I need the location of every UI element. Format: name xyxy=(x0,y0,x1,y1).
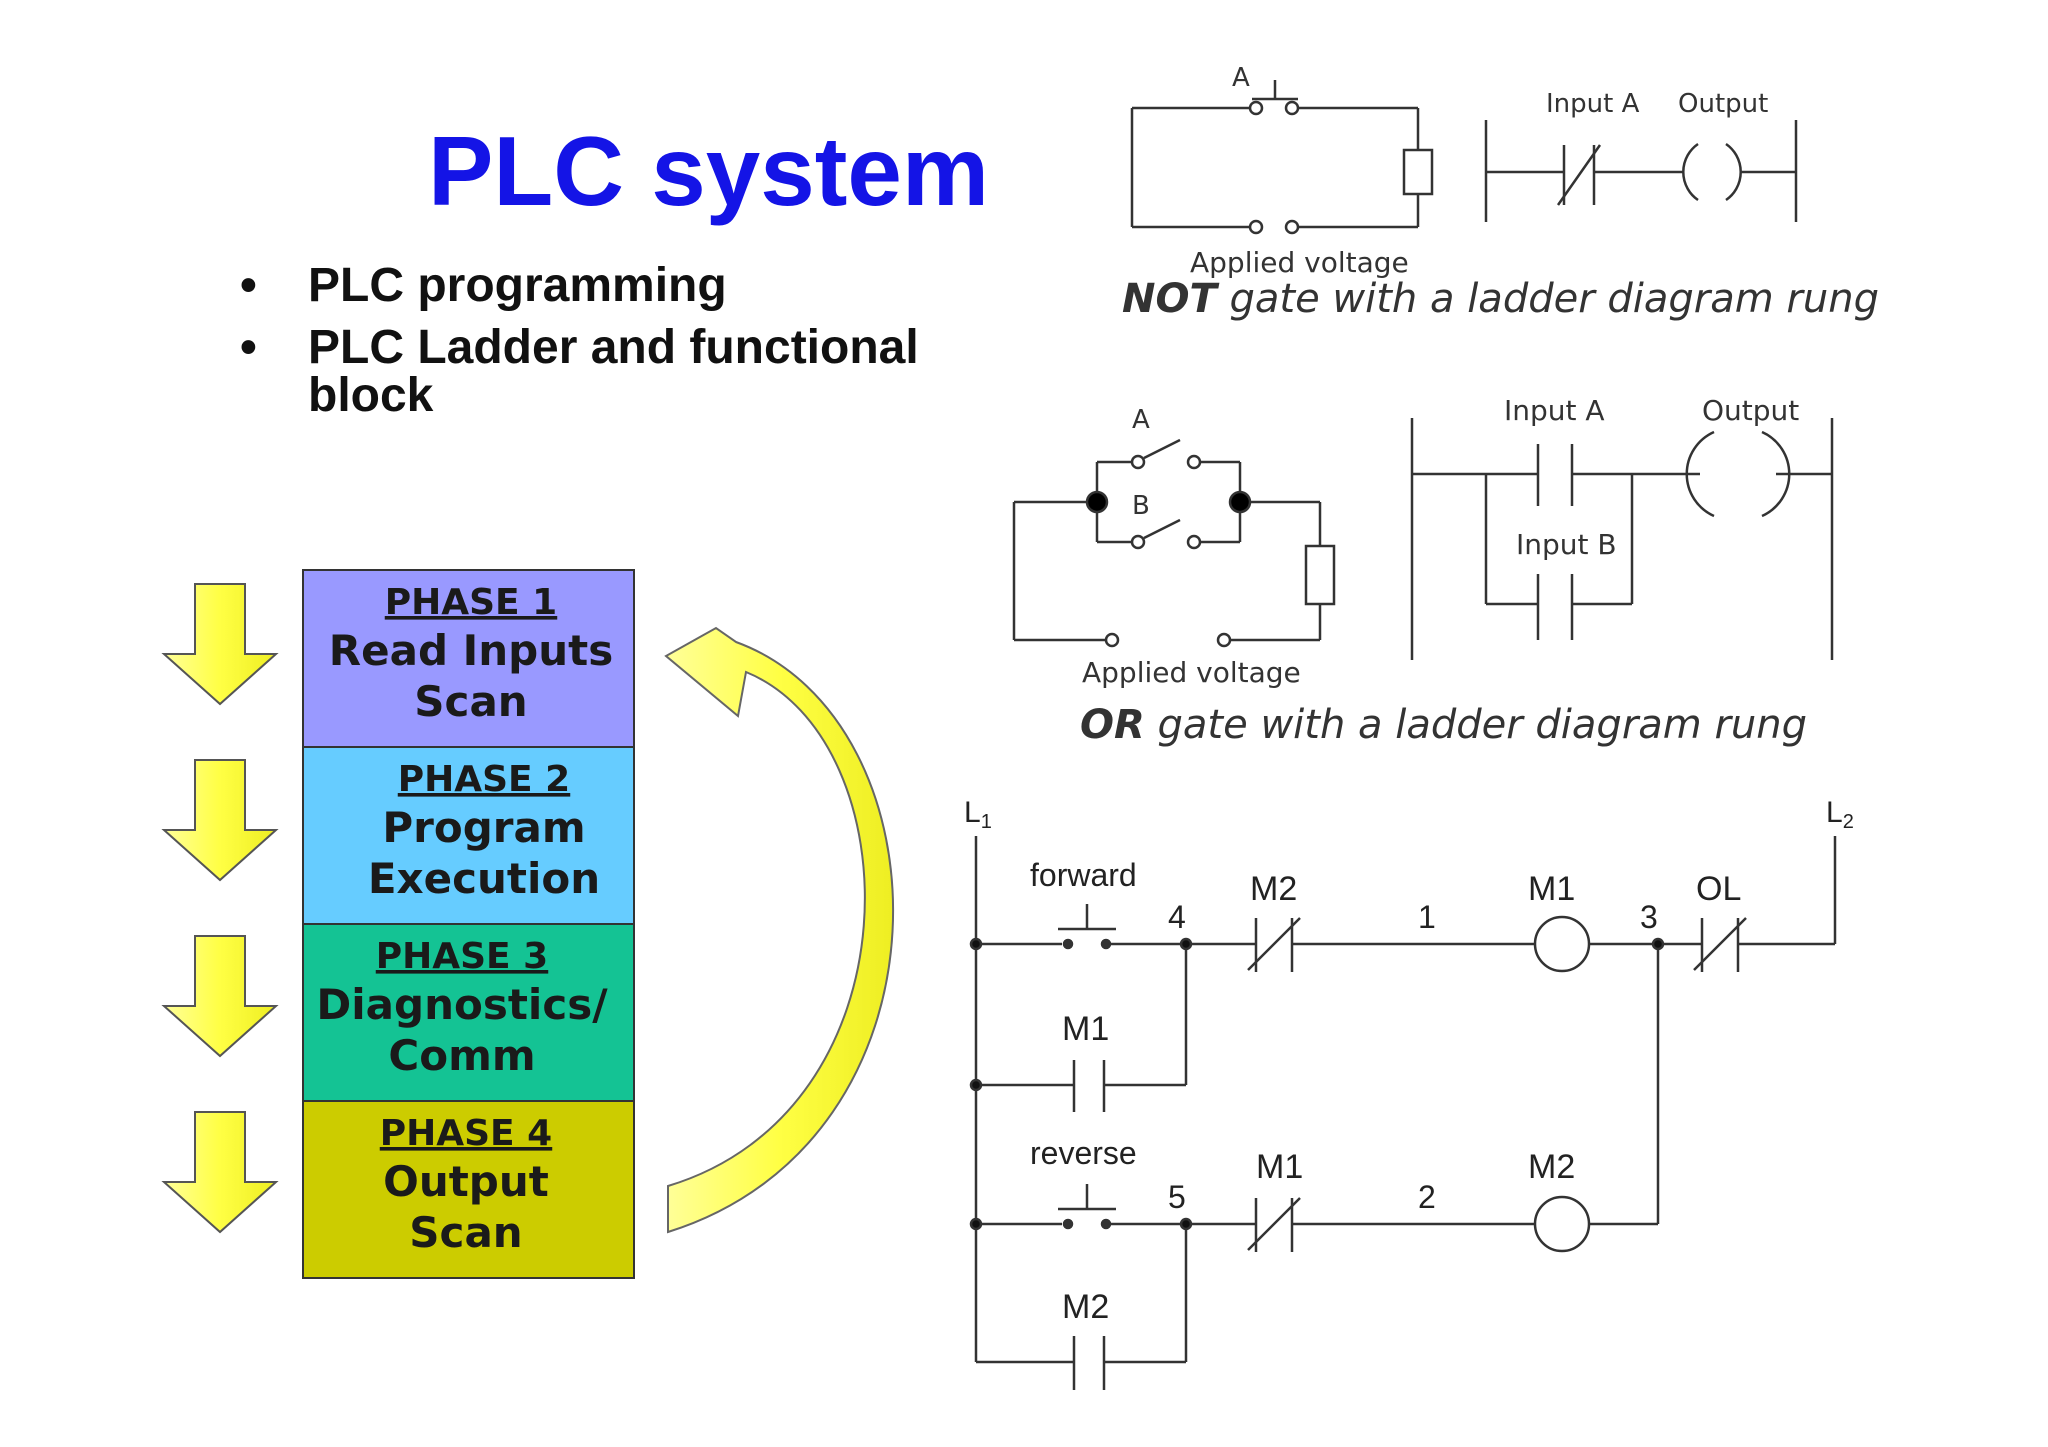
down-arrow-icon xyxy=(161,935,279,1058)
or-input-b-label: Input B xyxy=(1516,528,1617,561)
or-voltage-label: Applied voltage xyxy=(1082,656,1301,689)
wire-number-4: 4 xyxy=(1168,899,1186,935)
m2-nc-contact-label: M2 xyxy=(1250,870,1297,908)
or-ladder-rung xyxy=(1410,418,1834,660)
bullet-item: PLC programming xyxy=(240,262,948,311)
phase-2-heading: PHASE 2 xyxy=(398,759,570,800)
phase-1-line2: Scan xyxy=(414,677,527,726)
phase-3-box xyxy=(302,923,635,1102)
reverse-label: reverse xyxy=(1030,1135,1137,1171)
or-gate-diagram xyxy=(1012,418,1834,660)
not-input-label: Input A xyxy=(1546,89,1640,119)
wire-number-5: 5 xyxy=(1168,1179,1186,1215)
m1-nc-contact-label: M1 xyxy=(1256,1148,1303,1186)
or-switch-a-label: A xyxy=(1132,405,1150,435)
not-switch-circuit xyxy=(1130,80,1434,235)
rail-l2-main: L xyxy=(1826,796,1843,829)
or-caption: OR gate with a ladder diagram rung xyxy=(1080,702,1807,748)
phase-4-line2: Scan xyxy=(409,1208,522,1257)
cycle-return-arrow-icon xyxy=(664,626,894,1234)
rail-l2-label: L2 xyxy=(1826,796,1854,833)
phase-1-heading: PHASE 1 xyxy=(385,582,557,623)
motor-ladder-diagram xyxy=(969,836,1837,1390)
phase-2-box xyxy=(302,746,635,925)
not-caption-rest: gate with a ladder diagram rung xyxy=(1217,276,1879,322)
rail-l1-main: L xyxy=(964,796,981,829)
phase-3-heading: PHASE 3 xyxy=(376,936,548,977)
m1-coil-label: M1 xyxy=(1528,870,1575,908)
phase-2-line2: Execution xyxy=(368,854,600,903)
wire-number-1: 1 xyxy=(1418,899,1436,935)
rail-l1-label: L1 xyxy=(964,796,992,833)
or-switch-circuit xyxy=(1012,438,1336,648)
m2-coil-label: M2 xyxy=(1528,1148,1575,1186)
not-voltage-label: Applied voltage xyxy=(1190,246,1409,279)
not-caption-bold: NOT xyxy=(1122,276,1219,322)
not-ladder-rung xyxy=(1484,120,1798,222)
not-output-label: Output xyxy=(1678,89,1768,119)
phase-2-line1: Program xyxy=(382,803,585,852)
rail-l1-sub: 1 xyxy=(981,811,992,833)
m1-seal-label: M1 xyxy=(1062,1010,1109,1048)
or-caption-rest: gate with a ladder diagram rung xyxy=(1145,702,1807,748)
phase-3-line1: Diagnostics/ xyxy=(316,980,608,1029)
phase-4-box xyxy=(302,1100,635,1279)
wire-number-3: 3 xyxy=(1640,899,1658,935)
phase-1-box xyxy=(302,569,635,748)
bullet-list: PLC programming PLC Ladder and functiona… xyxy=(240,262,948,434)
wire-number-2: 2 xyxy=(1418,1179,1436,1215)
down-arrow-icon xyxy=(161,1111,279,1234)
phase-4-line1: Output xyxy=(383,1157,549,1206)
not-switch-label: A xyxy=(1232,63,1250,93)
phase-3-line2: Comm xyxy=(388,1031,535,1080)
page-title: PLC system xyxy=(428,116,990,226)
rail-l2-sub: 2 xyxy=(1843,811,1854,833)
or-output-label: Output xyxy=(1702,394,1799,427)
phase-1-line1: Read Inputs xyxy=(329,626,613,675)
or-switch-b-label: B xyxy=(1132,491,1150,521)
or-input-a-label: Input A xyxy=(1504,394,1605,427)
phase-4-heading: PHASE 4 xyxy=(380,1113,552,1154)
forward-label: forward xyxy=(1030,857,1137,893)
not-gate-diagram xyxy=(1130,80,1798,235)
ol-contact-label: OL xyxy=(1696,870,1741,908)
down-arrow-icon xyxy=(161,583,279,706)
or-caption-bold: OR xyxy=(1080,702,1145,748)
scan-cycle-diagram: PHASE 1 Read Inputs Scan PHASE 2 Program… xyxy=(161,569,894,1279)
m2-seal-label: M2 xyxy=(1062,1288,1109,1326)
not-caption: NOT gate with a ladder diagram rung xyxy=(1122,276,1879,322)
down-arrow-icon xyxy=(161,759,279,882)
bullet-item: PLC Ladder and functional block xyxy=(240,324,948,420)
